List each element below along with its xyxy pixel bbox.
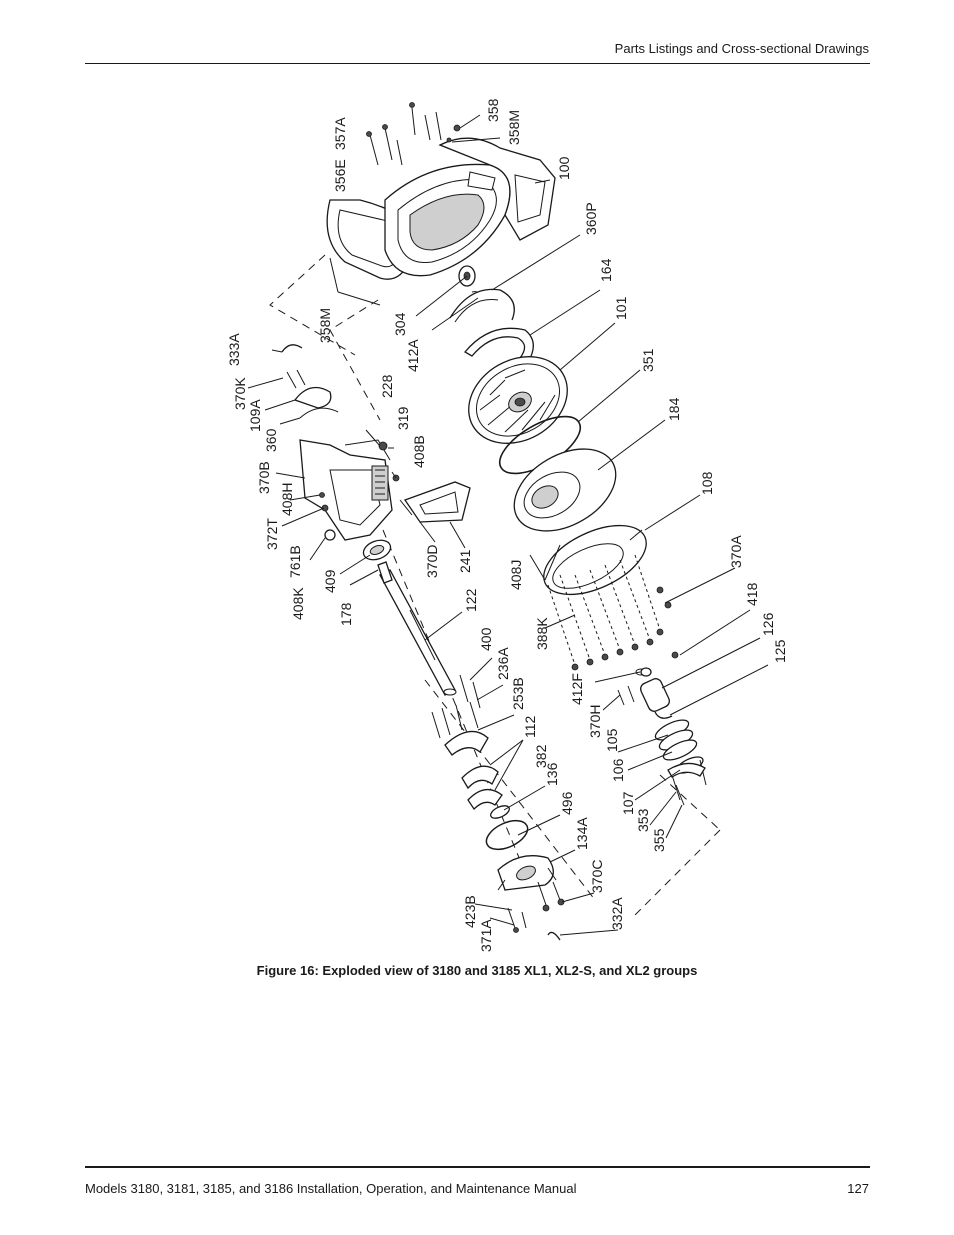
callout-labels: 358 358M 357A 356E 100 360P 164 101 351 … — [226, 98, 788, 952]
label-105: 105 — [604, 728, 620, 752]
label-355: 355 — [651, 828, 667, 852]
label-408k: 408K — [290, 587, 306, 620]
label-109a: 109A — [247, 399, 263, 432]
label-409: 409 — [322, 569, 338, 593]
part-108-adapter — [543, 524, 647, 596]
leader-lines — [247, 114, 769, 936]
part-333a-ring — [281, 344, 339, 419]
label-370c: 370C — [589, 860, 605, 893]
part-241-frame-foot — [399, 481, 471, 523]
label-372t: 372T — [264, 518, 280, 550]
label-112: 112 — [522, 715, 538, 738]
page-number: 127 — [847, 1181, 869, 1196]
label-382: 382 — [533, 744, 549, 768]
label-358m-2: 358M — [317, 308, 333, 343]
part-409-bearing — [362, 539, 392, 561]
label-356e: 356E — [332, 159, 348, 192]
label-360p: 360P — [583, 202, 599, 235]
label-358: 358 — [485, 98, 501, 122]
label-351: 351 — [640, 348, 656, 372]
part-105-packing-rings — [654, 719, 707, 801]
header-rule — [85, 63, 870, 64]
label-360: 360 — [263, 428, 279, 452]
label-412a: 412A — [405, 339, 421, 372]
part-126-sleeve — [635, 668, 673, 719]
part-122-shaft — [377, 561, 457, 696]
part-134a-bearing-housing — [497, 855, 557, 891]
label-332a: 332A — [609, 897, 625, 930]
label-253b: 253B — [510, 677, 526, 710]
label-370d: 370D — [424, 545, 440, 578]
assembly-dash-lines — [269, 254, 721, 916]
label-370a: 370A — [728, 535, 744, 568]
label-408j: 408J — [508, 560, 524, 590]
label-126: 126 — [760, 612, 776, 636]
label-107: 107 — [620, 791, 636, 815]
part-400-key — [431, 674, 481, 739]
part-228-bearing-housing — [299, 439, 400, 541]
label-236a: 236A — [495, 647, 511, 680]
part-100-bearing-frame — [326, 137, 556, 280]
label-178: 178 — [338, 602, 354, 626]
label-164: 164 — [598, 258, 614, 282]
label-241: 241 — [457, 549, 473, 573]
label-333a: 333A — [226, 333, 242, 366]
label-370b: 370B — [256, 461, 272, 494]
label-228: 228 — [379, 374, 395, 398]
exploded-view-drawing: 358 358M 357A 356E 100 360P 164 101 351 … — [226, 98, 788, 952]
part-353-gland — [667, 762, 706, 806]
label-353: 353 — [635, 808, 651, 832]
part-357a-studs — [366, 102, 461, 166]
label-408b: 408B — [411, 435, 427, 468]
footer-rule — [85, 1166, 870, 1168]
part-370a-bolts — [547, 554, 679, 671]
part-370c-bolts — [507, 881, 565, 941]
label-370h: 370H — [587, 705, 603, 738]
label-423b: 423B — [462, 895, 478, 928]
label-125: 125 — [772, 639, 788, 663]
label-358m: 358M — [506, 110, 522, 145]
label-418: 418 — [744, 582, 760, 606]
part-184-casing-cover — [513, 448, 617, 532]
label-496: 496 — [559, 791, 575, 815]
part-412f-o-ring — [617, 667, 652, 706]
label-134a: 134A — [574, 817, 590, 850]
label-100: 100 — [556, 156, 572, 180]
part-496-o-ring — [485, 819, 529, 851]
label-370k: 370K — [232, 377, 248, 410]
label-106: 106 — [610, 758, 626, 782]
part-360p-gasket — [449, 288, 515, 323]
label-408h: 408H — [279, 483, 295, 516]
footer-manual-title: Models 3180, 3181, 3185, and 3186 Instal… — [85, 1181, 577, 1196]
label-136: 136 — [544, 762, 560, 786]
running-header: Parts Listings and Cross-sectional Drawi… — [614, 41, 869, 56]
label-357a: 357A — [332, 117, 348, 150]
label-101: 101 — [613, 296, 629, 320]
label-412f: 412F — [569, 673, 585, 705]
label-184: 184 — [666, 397, 682, 421]
label-108: 108 — [699, 471, 715, 495]
label-761b: 761B — [287, 545, 303, 578]
part-112-bearing — [444, 730, 510, 819]
label-371a: 371A — [478, 919, 494, 952]
label-400: 400 — [478, 627, 494, 651]
label-319: 319 — [395, 406, 411, 430]
label-388k: 388K — [534, 617, 550, 650]
label-122: 122 — [463, 588, 479, 612]
figure-caption: Figure 16: Exploded view of 3180 and 318… — [256, 963, 698, 978]
label-304: 304 — [392, 312, 408, 336]
part-101-impeller — [468, 356, 568, 444]
